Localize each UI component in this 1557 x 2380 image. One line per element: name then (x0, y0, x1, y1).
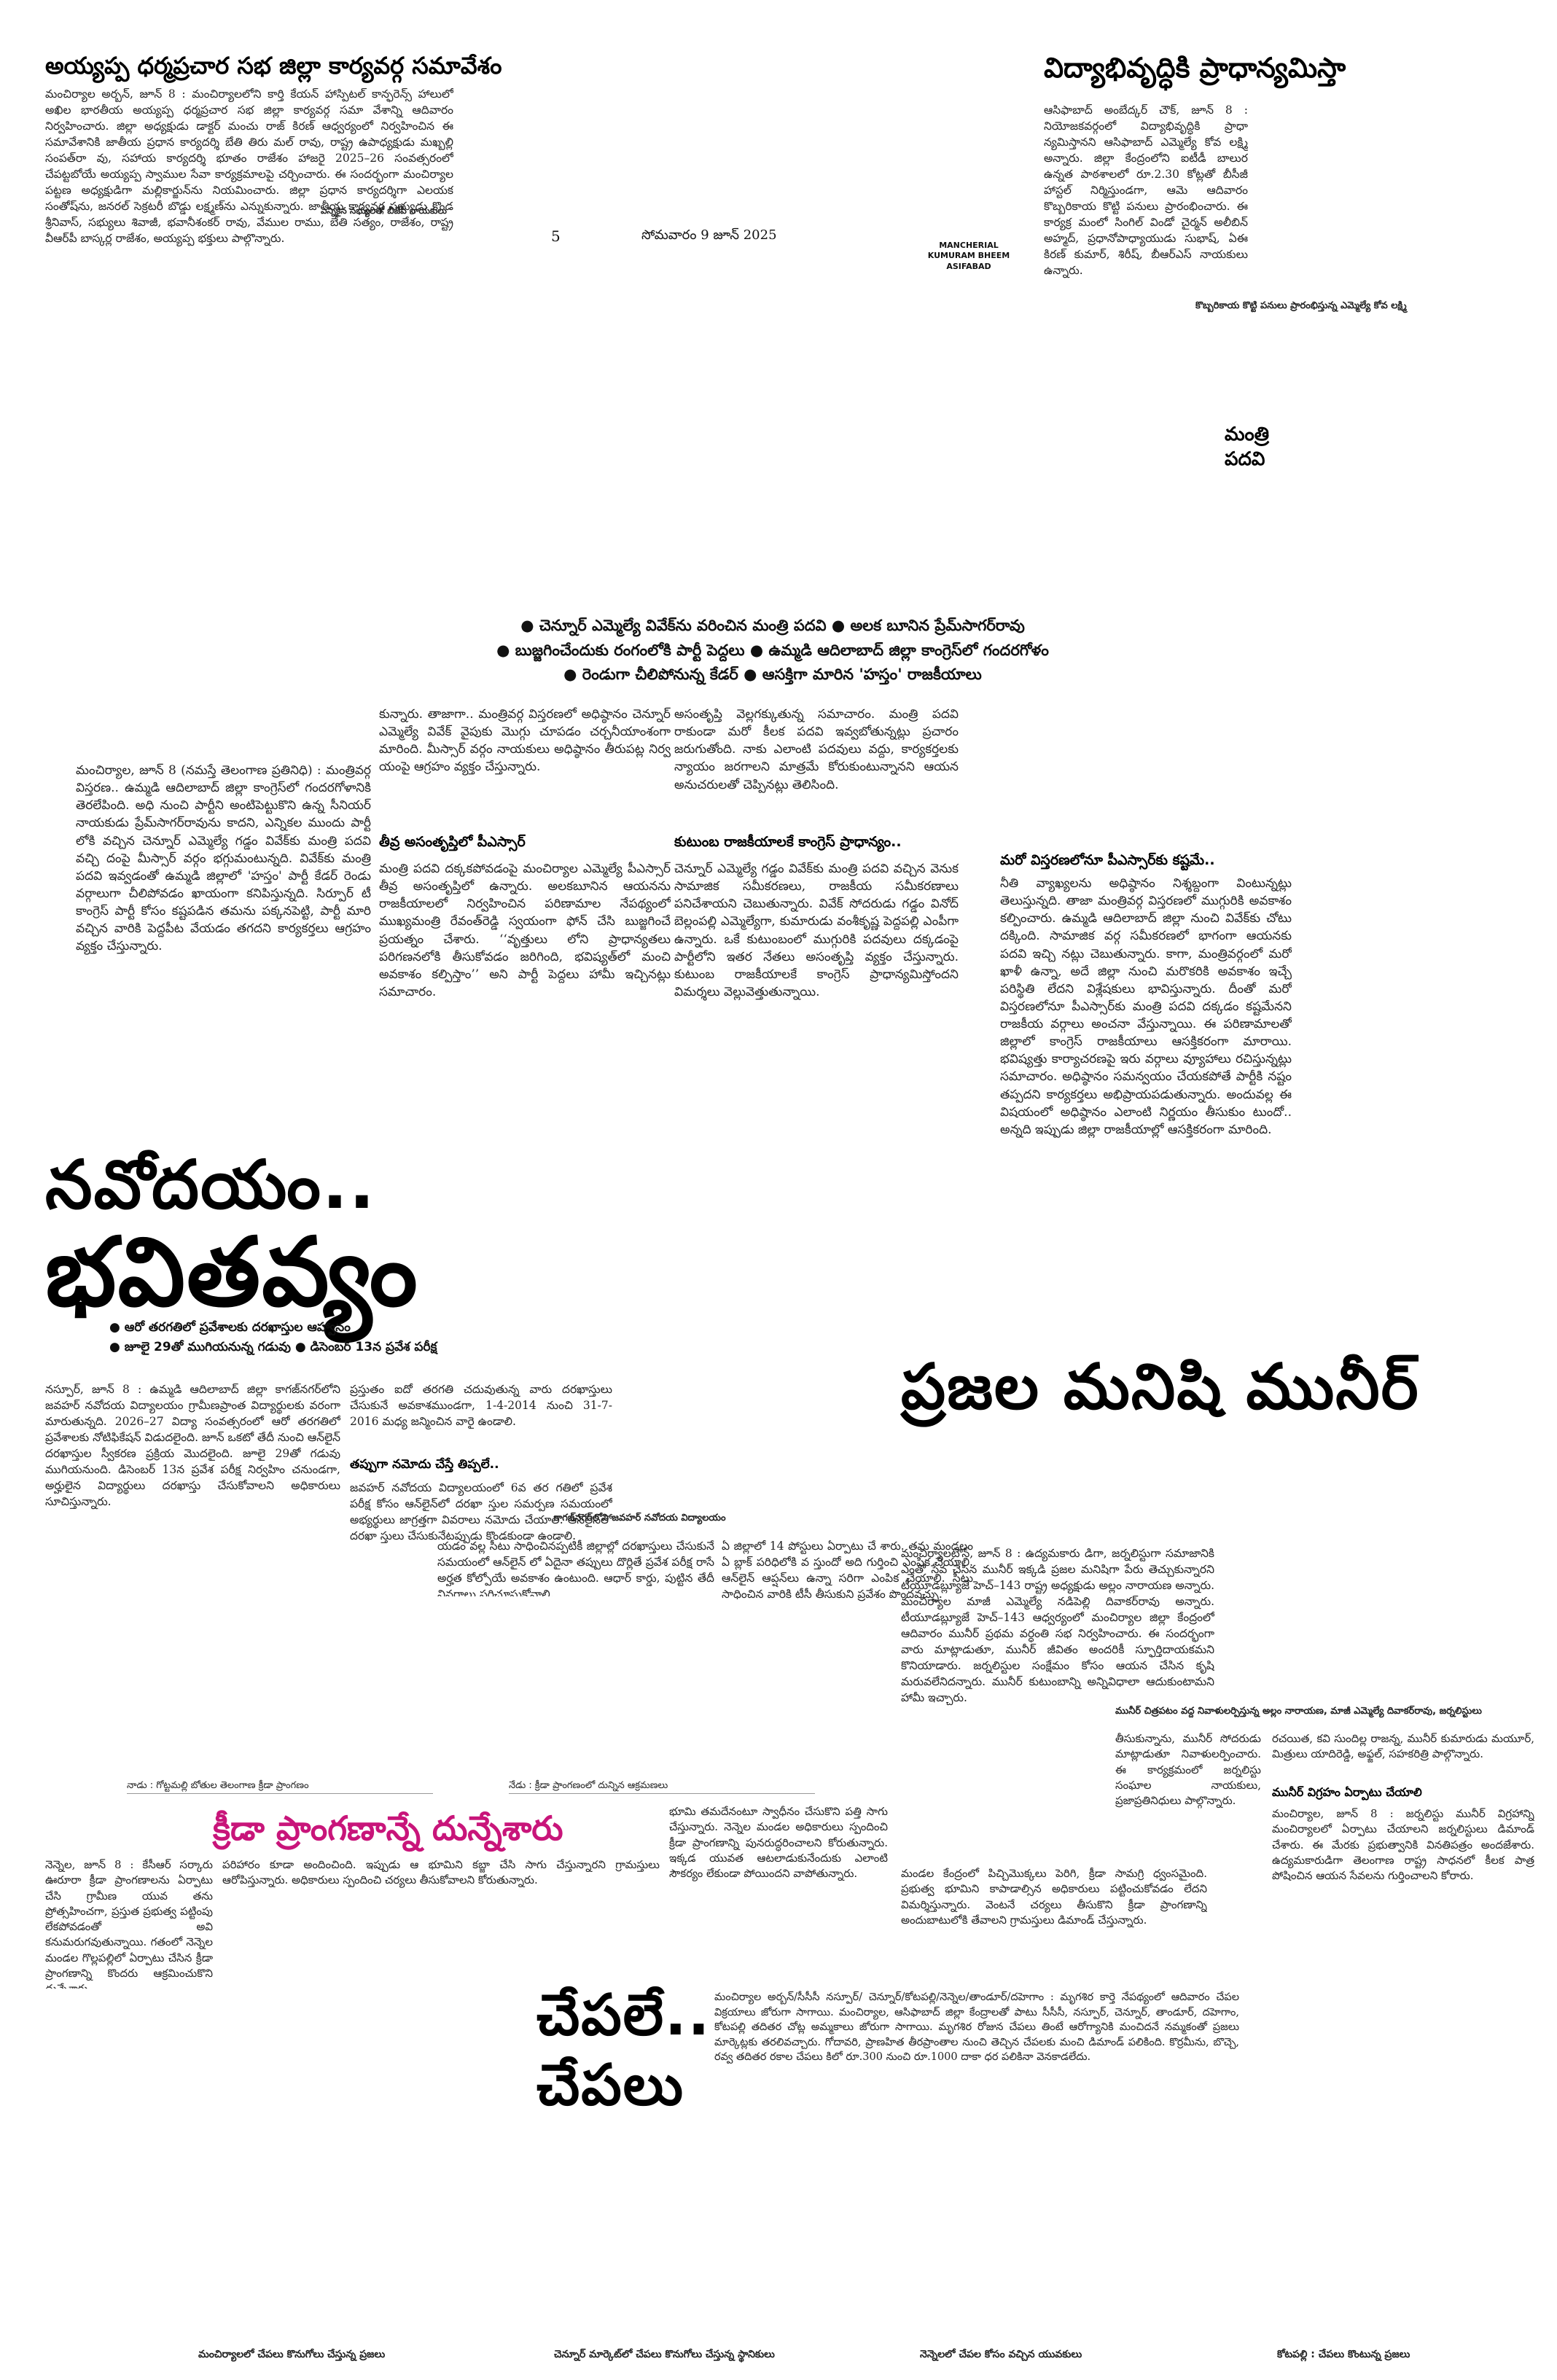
bullet-line-2: ● బుజ్జగించేందుకు రంగంలోకి పార్టీ పెద్దల… (496, 641, 1049, 659)
navodaya-col2b: జవహర్ నవోదయ విద్యాలయంలో 6వ తర గతిలో ప్రవ… (350, 1481, 612, 1542)
page-number: 5 (551, 227, 561, 245)
fish-body: మంచిర్యాల అర్బన్/సీసీసీ నస్పూర్/ చెన్నూర… (714, 1991, 1239, 2064)
story1-body: మంచిర్యాల అర్బన్, జూన్ 8 : మంచిర్యాలలోని… (45, 87, 453, 245)
sports-caption-before: నాడు : గోట్టమల్లి బోతుల తెలంగాణ క్రీడా ప… (127, 1780, 433, 1794)
main-story-col2: కున్నారు. తాజాగా.. మంత్రివర్గ విస్తరణలో … (379, 707, 671, 775)
navodaya-title-line1: నవోదయం.. (45, 1146, 376, 1224)
bjp-photo-caption: ఎన్నికైన సభ్యులతో బీజేపీ నాయకులు (321, 206, 447, 216)
navodaya-photo-caption: కాగజ్‌నగర్‌లోని జవహర్ నవోదయ విద్యాలయం (554, 1513, 726, 1523)
main-story-col4: నీతి వ్యాఖ్యలను అధిష్ఠానం నిశ్శబ్దంగా వి… (1000, 876, 1292, 1137)
munir-col3-subhead: మునీర్ విగ్రహం ఏర్పాటు చేయాలి (1272, 1785, 1422, 1799)
navodaya-bullets: ● ఆరో తరగతిలో ప్రవేశాలకు దరఖాస్తుల ఆహ్వా… (109, 1318, 518, 1357)
bottom-caption-4: కోటపల్లి : చేపలు కొంటున్న ప్రజలు (1277, 2349, 1410, 2360)
sports-caption-after: నేడు : క్రీడా ప్రాంగణంలో దున్నిన ఆక్రమణల… (509, 1780, 815, 1794)
edition-line-1: MANCHERIAL (939, 241, 999, 250)
main-story-bullets: ● చెన్నూర్ ఎమ్మెల్యే వివేక్‌ను వరించిన మ… (408, 614, 1137, 687)
right-headline: విద్యాభివృద్ధికి ప్రాధాన్యమిస్తా (1044, 52, 1346, 84)
navodaya-bullet-2: ● జూలై 29తో ముగియనున్న గడువు ● డిసెంబర్ … (109, 1340, 437, 1355)
main-story-col1: మంచిర్యాల, జూన్ 8 (నమస్తే తెలంగాణ ప్రతిన… (76, 763, 371, 954)
munir-col1: మంచిర్యాలటౌన్, జూన్ 8 : ఉద్యమకారు డిగా, … (901, 1547, 1214, 1704)
navodaya-bullet-1: ● ఆరో తరగతిలో ప్రవేశాలకు దరఖాస్తుల ఆహ్వా… (109, 1320, 351, 1335)
edition-block: MANCHERIAL KUMURAM BHEEM ASIFABAD (921, 241, 1016, 272)
navodaya-title-line2: భవితవ్యం (45, 1217, 419, 1327)
main-story-col3: అసంతృప్తి వెల్లగక్కుతున్న సమాచారం. మంత్ర… (674, 707, 959, 792)
bottom-caption-3: నెన్నెలలో చేపల కోసం వచ్చిన యువకులు (920, 2349, 1082, 2360)
navodaya-col2: ప్రస్తుతం ఐదో తరగతి చదువుతున్న వారు దరఖా… (350, 1383, 612, 1428)
bullet-line-1: ● చెన్నూర్ ఎమ్మెల్యే వివేక్‌ను వరించిన మ… (520, 617, 1025, 634)
munir-title: ప్రజల మనిషి మునీర్ (901, 1351, 1420, 1424)
munir-col2: తీసుకున్నాను, మునీర్ సోదరుడు మాట్లాడుతూ … (1115, 1732, 1261, 1808)
side-label-minister-post: మంత్రి పదవి (1225, 424, 1270, 470)
fish-title-line1: చేపలే.. (536, 1983, 711, 2048)
sports-title: క్రీడా ప్రాంగణాన్నే దున్నేశారు (213, 1809, 563, 1848)
navodaya-col4: ఏ జిల్లాలో 14 పోస్టులు ఏర్పాటు చే శారు. … (722, 1540, 973, 1601)
edition-line-3: ASIFABAD (946, 261, 991, 271)
kova-laxmi-caption: కొబ్బరికాయ కొట్టి పనులు ప్రారంభిస్తున్న … (1195, 300, 1407, 311)
munir-col3b: మంచిర్యాల, జూన్ 8 : జర్నలిస్టు మునీర్ వి… (1272, 1807, 1534, 1883)
sports-col1: నెన్నెల, జూన్ 8 : కేసీఆర్ సర్కారు ఊరూరా … (45, 1858, 213, 1989)
main-story-col2-subhead: తీవ్ర అసంతృప్తిలో పీఎస్సార్ (379, 834, 526, 850)
navodaya-col2-subhead: తప్పుగా నమోదు చేస్తే తిప్పలే.. (350, 1457, 499, 1472)
munir-photo-caption: మునీర్ చిత్రపటం వద్ద నివాళులర్పిస్తున్న … (1115, 1706, 1482, 1717)
bottom-caption-2: చెన్నూర్ మార్కెట్‌లో చేపలు కొనుగోలు చేస్… (554, 2349, 775, 2360)
sports-col4: మండల కేంద్రంలో పిచ్చిమొక్కలు పెరిగి, క్ర… (901, 1867, 1207, 1927)
main-story-col3b: చెన్నూర్ ఎమ్మెల్యే గడ్డం వివేక్‌కు మంత్ర… (674, 862, 959, 999)
page-date: సోమవారం 9 జూన్ 2025 (641, 227, 777, 243)
main-story-col2b: మంత్రి పదవి దక్కకపోవడంపై మంచిర్యాల ఎమ్మె… (379, 862, 671, 999)
fish-title-line2: చేపలు (536, 2053, 685, 2118)
navodaya-col1: నస్పూర్, జూన్ 8 : ఉమ్మడి ఆదిలాబాద్ జిల్ల… (45, 1383, 340, 1508)
main-story-col3-subhead: కుటుంబ రాజకీయాలకే కాంగ్రెస్ ప్రాధాన్యం.. (674, 834, 902, 850)
bullet-line-3: ● రెండుగా చీలిపోనున్న కేడర్ ● ఆసక్తిగా మ… (563, 666, 982, 684)
sports-col3: భూమి తమదేనంటూ స్వాధీనం చేసుకొని పత్తి సా… (669, 1805, 888, 1881)
sports-col2: పరిహారం కూడా అందించింది. ఇప్పుడు ఆ భూమిన… (222, 1858, 660, 1887)
bottom-caption-1: మంచిర్యాలలో చేపలు కొనుగోలు చేస్తున్న ప్ర… (198, 2349, 386, 2360)
navodaya-col3: యడం వల్ల సీటు సాధించినప్పటికీ జిల్లాల్లో… (437, 1540, 714, 1596)
edition-line-2: KUMURAM BHEEM (927, 251, 1010, 261)
left-headline: అయ్యప్ప ధర్మప్రచార సభ జిల్లా కార్యవర్గ స… (45, 52, 502, 79)
munir-col3: రచయిత, కవి సుందిల్ల రాజన్న, మునీర్ కుమార… (1272, 1732, 1534, 1761)
story2-body: ఆసిఫాబాద్ అంబేద్కర్ చౌక్, జూన్ 8 : నియోజ… (1044, 104, 1248, 277)
main-story-col4-subhead: మరో విస్తరణలోనూ పీఎస్సార్‌కు కష్టమే.. (1000, 852, 1215, 868)
